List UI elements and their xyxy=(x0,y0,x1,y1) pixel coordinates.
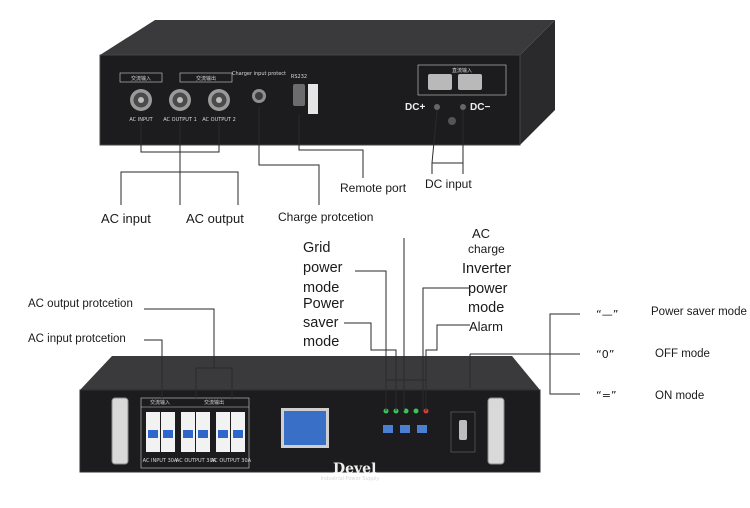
ac-input-protection-label: AC input protcetion xyxy=(28,333,126,345)
breaker-label-2: AC OUTPUT 30A xyxy=(176,458,217,464)
rear-panel: 交流输入 交流输出 AC INPUT AC OUTPUT 1 AC OUTPUT… xyxy=(99,20,555,146)
power-saver-mode-line-3: mode xyxy=(303,334,339,350)
breaker-label-3: AC OUTPUT 30A xyxy=(211,458,252,464)
ac-output-2-connector xyxy=(208,89,230,111)
grid-power-mode-label: Grid power mode xyxy=(303,240,343,296)
breaker-ac-output-1 xyxy=(181,412,210,452)
rs232-caption: RS232 xyxy=(291,74,307,80)
mode-symbol-on: “=” xyxy=(596,389,617,402)
mode-symbol-power-saver: “—” xyxy=(596,308,618,321)
inverter-power-mode-line-1: Inverter xyxy=(462,261,511,277)
dc-input-header-box xyxy=(417,64,507,96)
inverter-power-mode-line-3: mode xyxy=(468,300,504,316)
front-button-1 xyxy=(383,425,393,433)
breaker-ac-output-2 xyxy=(216,412,245,452)
switch-mode-labels: Power saver mode OFF mode ON mode xyxy=(651,306,747,402)
rear-callout-lines xyxy=(120,106,464,205)
mode-switch-panel xyxy=(450,411,476,453)
dc-minus-connector xyxy=(458,74,482,90)
dc-input-label: DC input xyxy=(425,177,472,191)
front-chassis-top xyxy=(80,356,540,390)
ac-charge-line-1: AC xyxy=(472,226,490,241)
ac-output-label: AC output xyxy=(186,211,244,226)
breaker-label-1: AC INPUT 30A xyxy=(143,458,178,464)
rear-chassis-side xyxy=(520,20,555,145)
front-button-3 xyxy=(417,425,427,433)
dc-plus-label: DC+ xyxy=(405,102,425,113)
charger-port-caption: Charger input protect xyxy=(232,71,286,77)
brand-logo: Devel xyxy=(333,461,376,477)
rs232-label-sticker xyxy=(308,84,318,114)
led-inverter xyxy=(413,408,419,414)
front-panel: 交流输入 交流输出 AC INPUT 30A AC OUTPUT 30A AC … xyxy=(79,356,541,482)
grid-power-mode-line-2: power xyxy=(303,260,343,276)
ac-charge-line-2: charge xyxy=(468,242,505,256)
breaker-header-out: 交流输出 xyxy=(204,399,224,406)
front-button-2 xyxy=(400,425,410,433)
remote-port-label: Remote port xyxy=(340,181,407,195)
ac-charge-label: AC charge xyxy=(468,226,505,256)
dc-plus-terminal xyxy=(434,104,440,110)
alarm-label: Alarm xyxy=(469,319,503,334)
mode-symbol-off: “0” xyxy=(596,348,614,361)
ac-input-label: AC input xyxy=(101,211,151,226)
dc-minus-terminal xyxy=(460,104,466,110)
rs232-port xyxy=(293,84,305,106)
ac-output-2-port-caption: AC OUTPUT 2 xyxy=(202,117,236,123)
ac-output-header: 交流输出 xyxy=(196,75,216,82)
breaker-header-in: 交流输入 xyxy=(150,399,170,406)
ac-input-connector xyxy=(130,89,152,111)
right-rack-handle xyxy=(487,397,505,465)
inverter-power-mode-line-2: power xyxy=(468,281,508,297)
front-callout-lines xyxy=(144,238,580,411)
ac-output-1-connector xyxy=(169,89,191,111)
ac-input-header-box xyxy=(119,72,163,83)
dc-plus-connector xyxy=(428,74,452,90)
charger-protect-connector xyxy=(252,89,266,103)
grid-power-mode-line-1: Grid xyxy=(303,240,330,256)
switch-mode-legend: “—” “0” “=” xyxy=(596,308,618,402)
power-saver-mode-line-2: saver xyxy=(303,315,339,331)
ac-output-1-port-caption: AC OUTPUT 1 xyxy=(163,117,197,123)
mode-label-off: OFF mode xyxy=(655,348,710,360)
mode-label-power-saver: Power saver mode xyxy=(651,306,747,318)
left-rack-handle xyxy=(111,397,129,465)
power-saver-mode-label: Power saver mode xyxy=(303,296,344,350)
dc-input-header: 直流输入 xyxy=(452,67,472,74)
ac-input-header: 交流输入 xyxy=(131,75,151,82)
inverter-power-mode-label: Inverter power mode xyxy=(462,261,511,316)
ac-output-protection-label: AC output protcetion xyxy=(28,298,133,310)
mode-switch xyxy=(459,420,467,440)
led-ac-charge xyxy=(403,408,409,414)
ac-input-port-caption: AC INPUT xyxy=(129,117,153,123)
power-saver-mode-line-1: Power xyxy=(303,296,344,312)
mode-label-on: ON mode xyxy=(655,390,704,402)
charge-protection-label: Charge protcetion xyxy=(278,210,373,224)
dc-minus-label: DC− xyxy=(470,102,490,113)
lcd-screen xyxy=(284,411,326,445)
breaker-ac-input xyxy=(146,412,175,452)
breaker-area xyxy=(140,397,250,469)
rear-chassis-top xyxy=(100,20,555,55)
ground-terminal xyxy=(448,117,456,125)
grid-power-mode-line-3: mode xyxy=(303,280,339,296)
ac-output-header-box xyxy=(179,72,233,83)
brand-subtitle: Industrial Power Supply xyxy=(321,476,380,482)
